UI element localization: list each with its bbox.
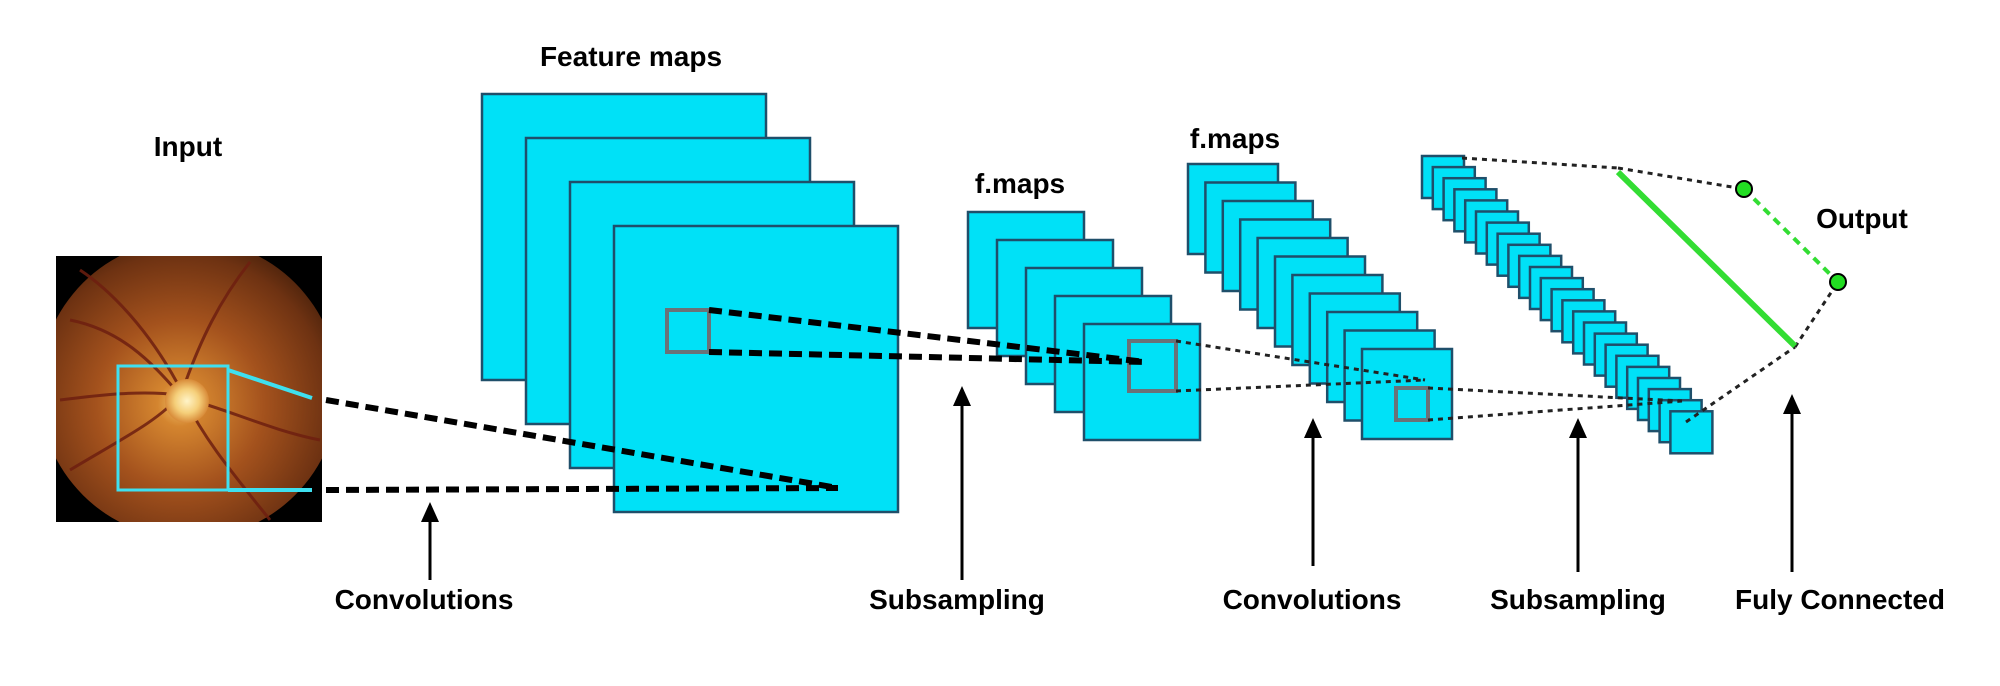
stage-label-fully-connected: Fuly Connected xyxy=(1735,584,1945,615)
fmaps-label-2: f.maps xyxy=(1190,123,1280,154)
receptive-field-line xyxy=(227,368,313,400)
convolution-kernel xyxy=(665,308,711,354)
fmaps-stack-2 xyxy=(1186,162,1454,441)
arrow-up-icon xyxy=(1304,418,1322,566)
feature-map xyxy=(612,224,900,514)
feature-maps-stack xyxy=(480,92,900,514)
stage-label-subsampling-1: Subsampling xyxy=(869,584,1045,615)
output-node xyxy=(1829,273,1847,291)
input-label: Input xyxy=(154,131,222,162)
retinal-fundus-image xyxy=(56,256,322,522)
feature-maps-label: Feature maps xyxy=(540,41,722,72)
stage-label-subsampling-2: Subsampling xyxy=(1490,584,1666,615)
stage-arrows xyxy=(421,386,1801,580)
stage-label-convolutions-1: Convolutions xyxy=(335,584,514,615)
arrow-up-icon xyxy=(421,502,439,580)
convolution-kernel xyxy=(1127,339,1178,393)
arrow-up-icon xyxy=(1783,394,1801,572)
connection-lines xyxy=(325,156,1840,493)
subsampled-maps-stack xyxy=(1420,154,1714,455)
fmap-convolved xyxy=(1360,347,1454,441)
fmap-subsampled xyxy=(1082,322,1202,442)
output-node xyxy=(1735,180,1753,198)
fmaps-label-1: f.maps xyxy=(975,168,1065,199)
fully-connected-layer xyxy=(1615,169,1798,349)
fmaps-stack-1 xyxy=(966,210,1202,442)
arrow-up-icon xyxy=(953,386,971,580)
fmap-subsampled-2 xyxy=(1669,410,1714,455)
arrow-up-icon xyxy=(1569,418,1587,572)
output-label: Output xyxy=(1816,203,1908,234)
stage-label-convolutions-2: Convolutions xyxy=(1223,584,1402,615)
convolution-kernel xyxy=(1394,386,1430,422)
